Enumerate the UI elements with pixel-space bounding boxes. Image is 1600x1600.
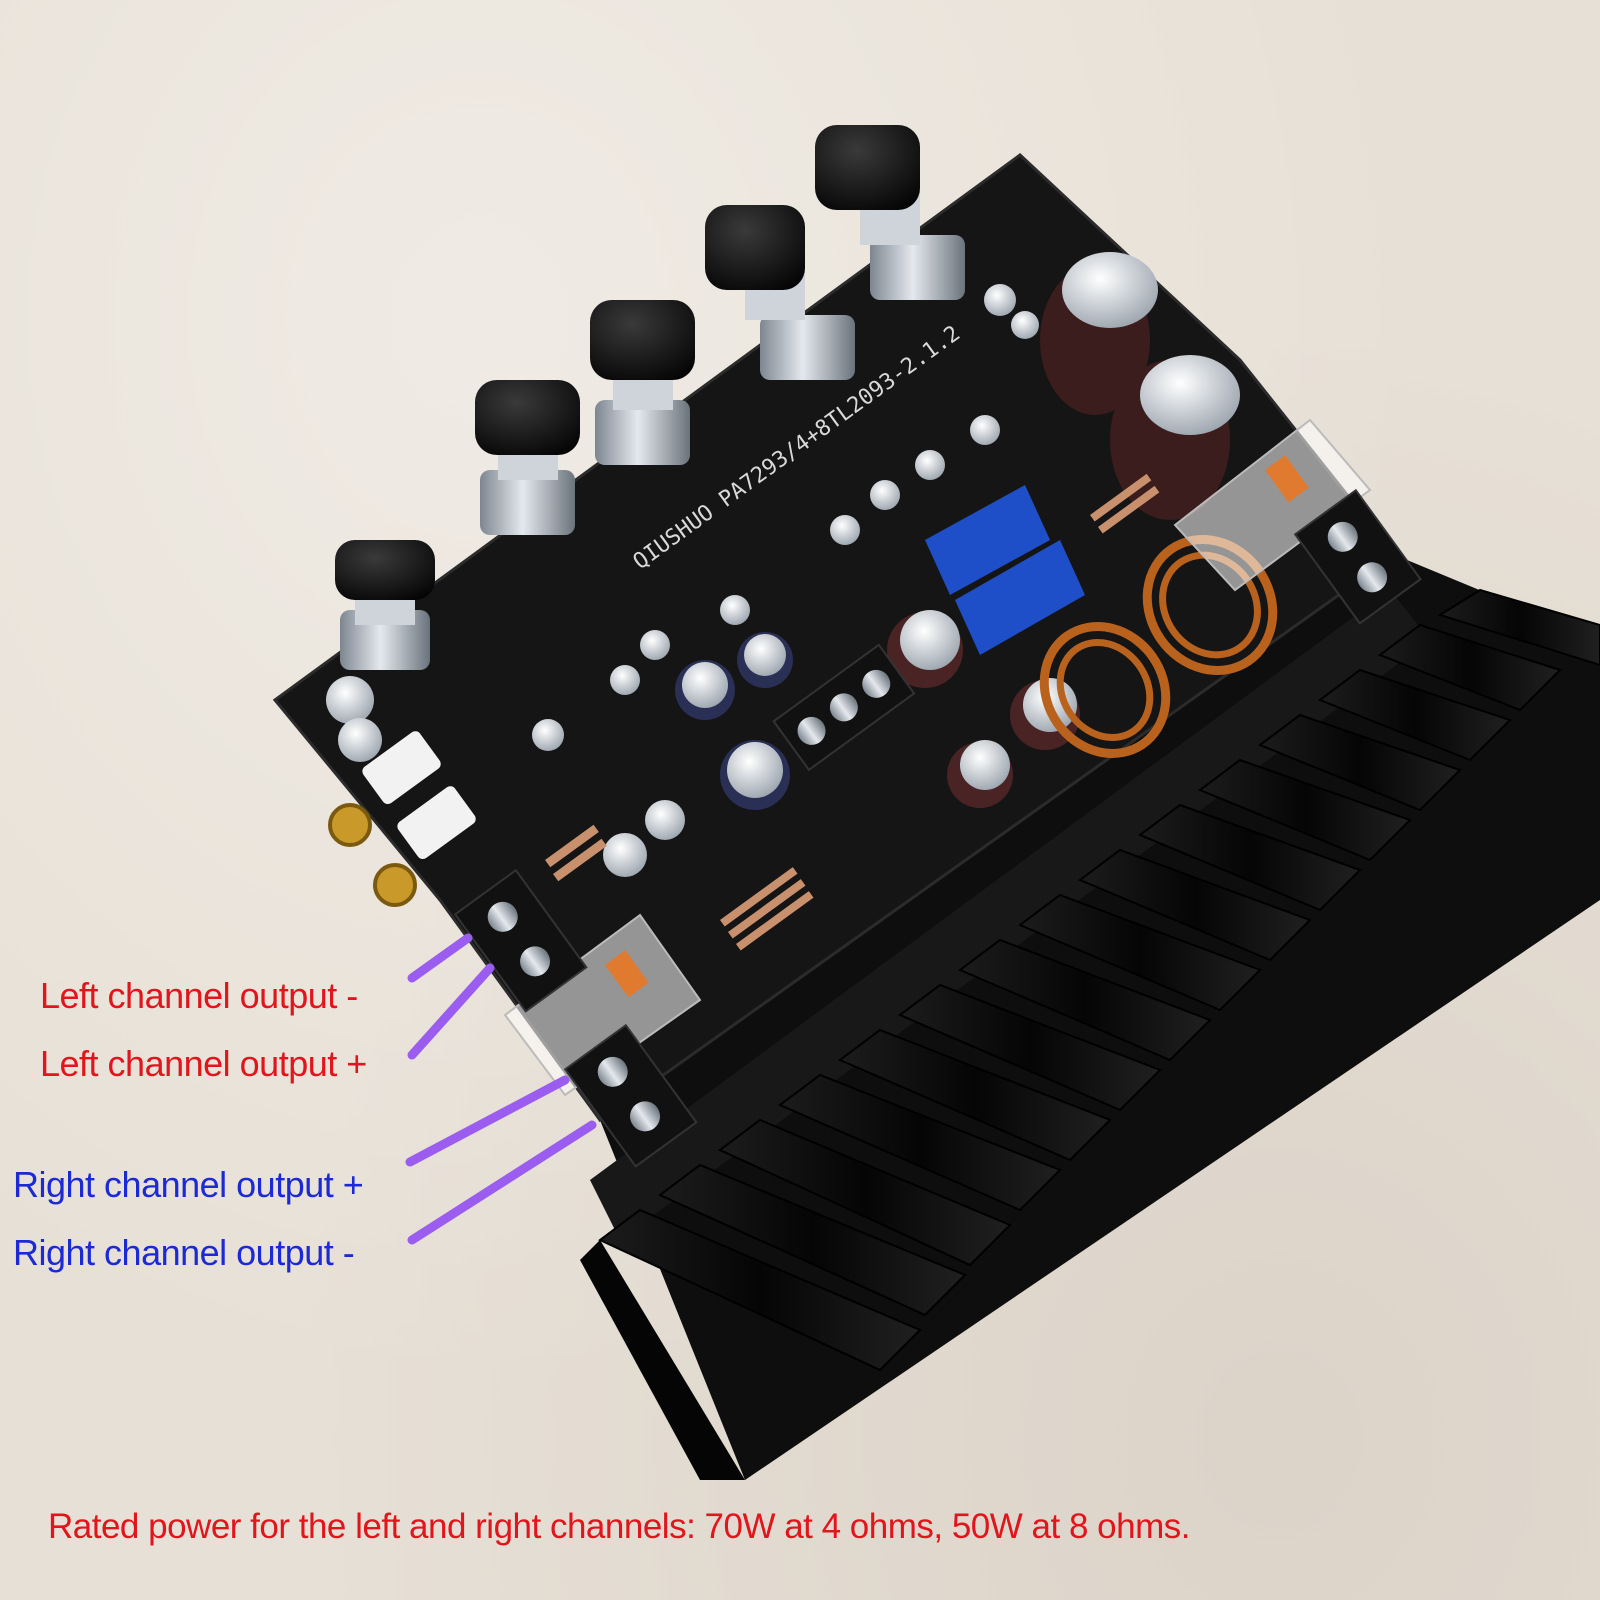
- potentiometer: [705, 205, 855, 380]
- potentiometer-row: [335, 125, 965, 670]
- output-terminals: [453, 488, 1422, 1168]
- relays: [503, 418, 1372, 1097]
- pointer-right-minus: [407, 1120, 597, 1245]
- label-left-channel-output-plus: Left channel output +: [40, 1043, 367, 1084]
- pointer-right-plus: [405, 1075, 570, 1167]
- potentiometer: [815, 125, 965, 300]
- label-right-channel-output-plus: Right channel output +: [13, 1164, 364, 1205]
- pointer-left-plus: [407, 963, 495, 1060]
- heatsink: [580, 555, 1600, 1480]
- film-capacitors: [925, 485, 1085, 655]
- rca-inputs: [328, 731, 476, 907]
- rated-power-caption: Rated power for the left and right chann…: [48, 1507, 1190, 1546]
- potentiometer: [475, 380, 580, 535]
- label-right-channel-output-minus: Right channel output -: [13, 1232, 355, 1273]
- resistors: [544, 473, 1160, 951]
- potentiometer: [335, 540, 435, 670]
- pointer-left-minus: [407, 933, 473, 983]
- capacitors: [326, 252, 1240, 877]
- label-left-channel-output-minus: Left channel output -: [40, 975, 358, 1016]
- pointer-lines: [405, 933, 597, 1245]
- potentiometer: [590, 300, 695, 465]
